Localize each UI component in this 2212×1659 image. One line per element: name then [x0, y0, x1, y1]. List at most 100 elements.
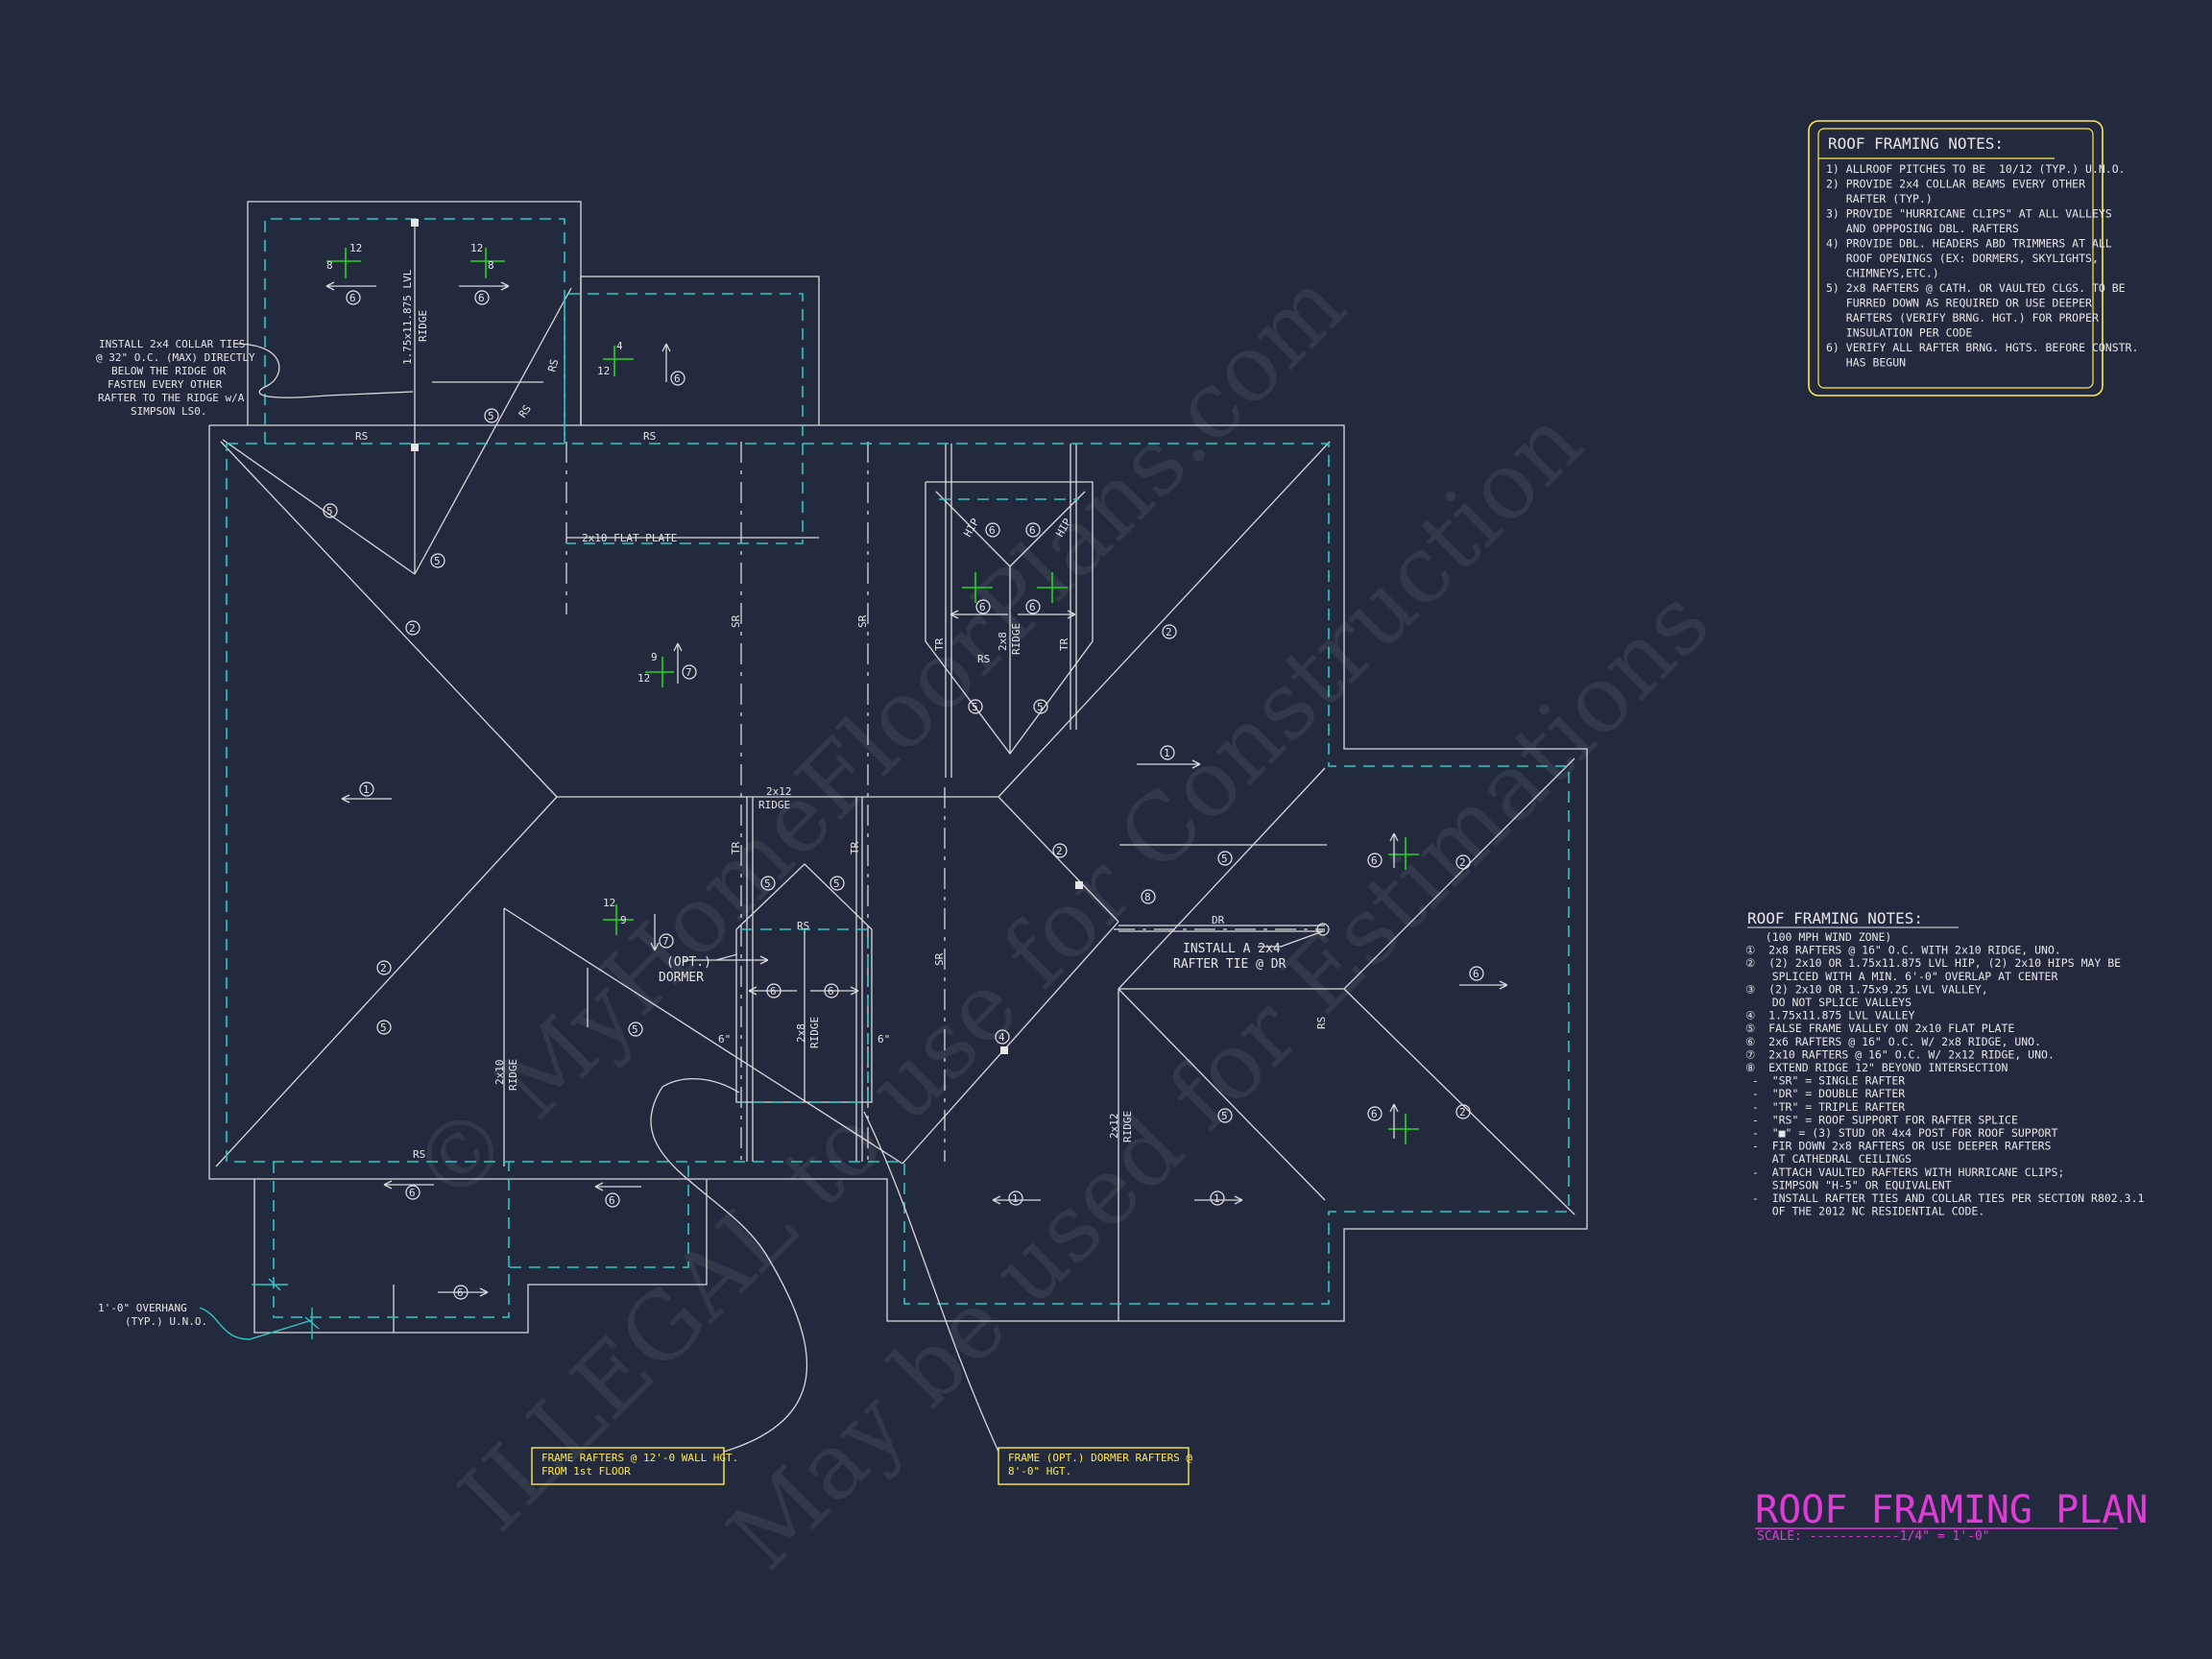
callout-left: FRAME RAFTERS @ 12'-0 WALL HGT. FROM 1st… [531, 1078, 808, 1485]
notes-main-line: - INSTALL RAFTER TIES AND COLLAR TIES PE… [1745, 1191, 2144, 1205]
rafter-tie-note: INSTALL A 2x4 RAFTER TIE @ DR [1173, 930, 1324, 972]
svg-text:6: 6 [1371, 1108, 1378, 1120]
callout-right: FRAME (OPT.) DORMER RAFTERS @ 8'-0" HGT. [863, 1111, 1192, 1485]
drawing-title: ROOF FRAMING PLAN SCALE: ------------1/4… [1755, 1488, 2148, 1544]
sr-label: SR [730, 614, 742, 628]
callout-left-line: FRAME RAFTERS @ 12'-0 WALL HGT. [541, 1452, 738, 1464]
notes-main-line: SPLICED WITH A MIN. 6'-0" OVERLAP AT CEN… [1745, 970, 2057, 983]
notes-top-line: FURRED DOWN AS REQUIRED OR USE DEEPER [1826, 297, 2092, 310]
svg-text:8: 8 [1144, 891, 1151, 903]
svg-text:6: 6 [1029, 524, 1036, 537]
notes-top-line: 6) VERIFY ALL RAFTER BRNG. HGTS. BEFORE … [1826, 341, 2138, 354]
svg-text:6: 6 [349, 292, 356, 304]
callout-right-line: 8'-0" HGT. [1008, 1465, 1071, 1478]
svg-text:5: 5 [380, 1022, 387, 1034]
svg-text:5: 5 [632, 1023, 638, 1036]
notes-main-line: - "TR" = TRIPLE RAFTER [1745, 1100, 1905, 1114]
notes-top-line: 4) PROVIDE DBL. HEADERS ABD TRIMMERS AT … [1826, 237, 2112, 251]
notes-main-line: ③ (2) 2x10 OR 1.75x9.25 LVL VALLEY, [1745, 982, 1988, 996]
notes-main-line: - "RS" = ROOF SUPPORT FOR RAFTER SPLICE [1745, 1113, 2018, 1126]
notes-main-line: ⑥ 2x6 RAFTERS @ 16" O.C. W/ 2x8 RIDGE, U… [1745, 1035, 2041, 1048]
notes-top-line: RAFTERS (VERIFY BRNG. HGT.) FOR PROPER [1826, 311, 2099, 325]
pitch-text: 9 [620, 914, 627, 926]
rs-label: RS [797, 920, 809, 932]
svg-text:6: 6 [478, 292, 485, 304]
pitch-text: 12 [470, 242, 483, 254]
flat-plate-label: 2x10 FLAT PLATE [582, 532, 677, 544]
svg-text:2: 2 [1166, 626, 1172, 638]
notes-main-line: ⑤ FALSE FRAME VALLEY ON 2x10 FLAT PLATE [1745, 1022, 2014, 1035]
notes-main-line: ② (2) 2x10 OR 1.75x11.875 LVL HIP, (2) 2… [1745, 956, 2121, 970]
svg-text:5: 5 [764, 878, 771, 890]
notes-top-line: AND OPPPOSING DBL. RAFTERS [1826, 222, 2019, 235]
pitch-text: 8 [326, 259, 333, 272]
rs-label: RS [977, 653, 990, 665]
notes-main-line: SIMPSON "H-5" OR EQUIVALENT [1745, 1178, 1952, 1191]
ridge-label: RIDGE [507, 1059, 519, 1091]
tr-label: TR [849, 841, 861, 854]
svg-text:5: 5 [1037, 701, 1044, 713]
collar-note-line: INSTALL 2x4 COLLAR TIES [99, 338, 245, 350]
ridge-2x8-label: 2x8 [997, 632, 1009, 651]
svg-text:5: 5 [1221, 853, 1228, 865]
svg-text:6: 6 [1473, 968, 1479, 980]
svg-text:1: 1 [1214, 1192, 1220, 1205]
rafter-tie-line: INSTALL A 2x4 [1183, 942, 1281, 956]
roof-framing-notes-main: ROOF FRAMING NOTES: (100 MPH WIND ZONE)①… [1745, 909, 2144, 1218]
dr-label: DR [1212, 914, 1225, 926]
notes-main-line: - "DR" = DOUBLE RAFTER [1745, 1087, 1905, 1100]
roof-outline [208, 201, 1588, 1334]
notes-main-title: ROOF FRAMING NOTES: [1747, 909, 1923, 927]
pitch-text: 9 [651, 651, 658, 663]
svg-text:6: 6 [409, 1187, 416, 1199]
svg-text:5: 5 [434, 555, 441, 567]
ridge-label: RIDGE [758, 799, 790, 811]
notes-top-line: HAS BEGUN [1826, 356, 1906, 370]
svg-text:6: 6 [979, 601, 986, 613]
rs-label: RS [643, 430, 656, 443]
pitch-text: 12 [349, 242, 362, 254]
notes-main-line: (100 MPH WIND ZONE) [1745, 930, 1891, 944]
sr-label: SR [933, 952, 946, 966]
tr-label: TR [730, 841, 742, 854]
ridge-2x10-label: 2x10 [493, 1060, 506, 1086]
dim-label: 6" [718, 1033, 731, 1046]
notes-main-line: ⑧ EXTEND RIDGE 12" BEYOND INTERSECTION [1745, 1061, 2008, 1074]
notes-main-line: - FIR DOWN 2x8 RAFTERS OR USE DEEPER RAF… [1745, 1140, 2052, 1153]
lvl-ridge-label: 1.75x11.875 LVL [401, 269, 414, 365]
svg-text:6: 6 [674, 373, 681, 385]
plan-title: ROOF FRAMING PLAN [1755, 1488, 2148, 1532]
notes-top-line: 5) 2x8 RAFTERS @ CATH. OR VAULTED CLGS. … [1826, 281, 2126, 295]
rs-label: RS [1315, 1017, 1328, 1029]
svg-text:1: 1 [1012, 1192, 1019, 1205]
notes-main-line: - ATTACH VAULTED RAFTERS WITH HURRICANE … [1745, 1166, 2064, 1179]
svg-text:7: 7 [662, 935, 669, 948]
notes-top-line: CHIMNEYS,ETC.) [1826, 267, 1939, 280]
notes-top-line: 2) PROVIDE 2x4 COLLAR BEAMS EVERY OTHER [1826, 178, 2085, 191]
ridge-label: RIDGE [808, 1017, 821, 1048]
overhang-note-line: 1'-0" OVERHANG [98, 1302, 187, 1314]
collar-note-line: BELOW THE RIDGE OR [111, 365, 227, 377]
pitch-text: 12 [603, 897, 615, 909]
plan-scale: SCALE: ------------1/4" = 1'-0" [1757, 1529, 1990, 1544]
collar-tie-note: INSTALL 2x4 COLLAR TIES @ 32" O.C. (MAX)… [96, 338, 414, 418]
collar-note-line: FASTEN EVERY OTHER [108, 378, 223, 391]
roof-framing-notes-top: ROOF FRAMING NOTES: 1) ALLROOF PITCHES T… [1808, 120, 2138, 397]
collar-note-line: SIMPSON LS0. [131, 405, 206, 418]
notes-main-line: ① 2x8 RAFTERS @ 16" O.C. WITH 2x10 RIDGE… [1745, 944, 2061, 957]
rafter-tie-line: RAFTER TIE @ DR [1173, 957, 1286, 972]
rs-label: RS [545, 358, 561, 373]
svg-text:1: 1 [1164, 747, 1170, 759]
svg-text:1: 1 [363, 783, 370, 796]
dormer-label-line: (OPT.) [666, 955, 711, 970]
svg-text:5: 5 [488, 410, 494, 422]
ridge-label: RIDGE [1121, 1111, 1134, 1142]
svg-text:6: 6 [989, 524, 996, 537]
rs-label: RS [355, 430, 368, 443]
svg-text:2: 2 [380, 962, 387, 974]
collar-note-line: @ 32" O.C. (MAX) DIRECTLY [96, 351, 255, 364]
svg-text:6: 6 [1371, 854, 1378, 867]
callout-left-line: FROM 1st FLOOR [541, 1465, 631, 1478]
direction-arrows [325, 281, 1508, 1297]
